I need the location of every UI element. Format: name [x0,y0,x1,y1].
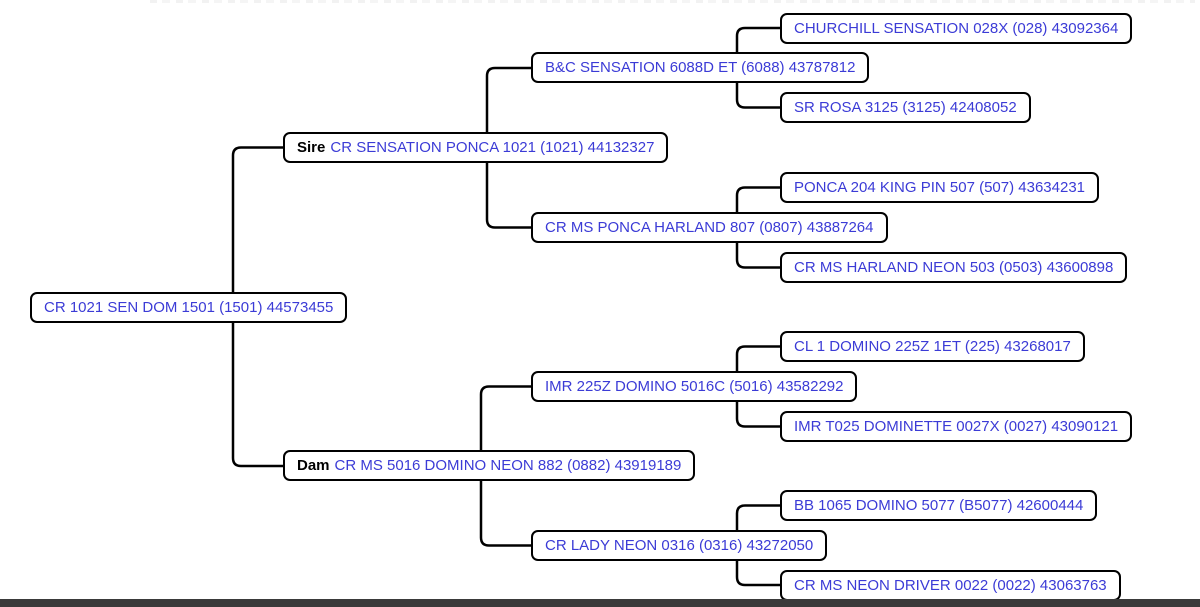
sires-sires-dam-link[interactable]: SR ROSA 3125 (3125) 42408052 [794,99,1017,116]
subject-link[interactable]: CR 1021 SEN DOM 1501 (1501) 44573455 [44,299,334,316]
connector-subject-to-dam [231,321,283,468]
connector-subject-to-sire [231,146,283,293]
sires-dams-dam-link[interactable]: CR MS HARLAND NEON 503 (0503) 43600898 [794,259,1114,276]
node-sires-sire[interactable]: B&C SENSATION 6088D ET (6088) 43787812 [531,52,870,83]
connector-imr-to-cl1 [735,345,780,372]
sire-prefix-label: Sire [297,139,326,156]
connector-bc-to-churchill [735,26,780,53]
sires-dams-sire-link[interactable]: PONCA 204 KING PIN 507 (507) 43634231 [794,179,1086,196]
sires-sire-link[interactable]: B&C SENSATION 6088D ET (6088) 43787812 [545,59,856,76]
sires-dam-link[interactable]: CR MS PONCA HARLAND 807 (0807) 43887264 [545,219,874,236]
dams-sire-link[interactable]: IMR 225Z DOMINO 5016C (5016) 43582292 [545,378,844,395]
node-sire[interactable]: Sire CR SENSATION PONCA 1021 (1021) 4413… [283,132,669,163]
node-sires-sires-sire[interactable]: CHURCHILL SENSATION 028X (028) 43092364 [780,13,1133,44]
node-dams-sire[interactable]: IMR 225Z DOMINO 5016C (5016) 43582292 [531,371,858,402]
connector-harland-to-harland-neon [735,241,780,269]
node-dam[interactable]: Dam CR MS 5016 DOMINO NEON 882 (0882) 43… [283,450,696,481]
connector-sire-to-sires-sire [485,66,531,133]
connector-dam-to-dams-dam [479,479,531,547]
dams-dams-dam-link[interactable]: CR MS NEON DRIVER 0022 (0022) 43063763 [794,577,1107,594]
dam-link[interactable]: CR MS 5016 DOMINO NEON 882 (0882) 439191… [334,457,682,474]
dams-dam-link[interactable]: CR LADY NEON 0316 (0316) 43272050 [545,537,814,554]
bottom-edge-bar [0,599,1200,607]
connector-imr-to-t025 [735,400,780,428]
dams-sires-dam-link[interactable]: IMR T025 DOMINETTE 0027X (0027) 43090121 [794,418,1119,435]
sire-link[interactable]: CR SENSATION PONCA 1021 (1021) 44132327 [330,139,655,156]
connector-lady-to-bb1065 [735,504,780,531]
connector-lady-to-neon-driver [735,559,780,587]
node-dams-dams-dam[interactable]: CR MS NEON DRIVER 0022 (0022) 43063763 [780,570,1121,601]
node-sires-dams-sire[interactable]: PONCA 204 KING PIN 507 (507) 43634231 [780,172,1100,203]
node-sires-dams-dam[interactable]: CR MS HARLAND NEON 503 (0503) 43600898 [780,252,1128,283]
node-dams-dam[interactable]: CR LADY NEON 0316 (0316) 43272050 [531,530,828,561]
dams-dams-sire-link[interactable]: BB 1065 DOMINO 5077 (B5077) 42600444 [794,497,1084,514]
connector-dam-to-dams-sire [479,385,531,451]
node-subject[interactable]: CR 1021 SEN DOM 1501 (1501) 44573455 [30,292,348,323]
connector-harland-to-king-pin [735,186,780,213]
node-sires-dam[interactable]: CR MS PONCA HARLAND 807 (0807) 43887264 [531,212,888,243]
connector-bc-to-sr-rosa [735,81,780,109]
connector-sire-to-sires-dam [485,161,531,229]
node-dams-sires-sire[interactable]: CL 1 DOMINO 225Z 1ET (225) 43268017 [780,331,1085,362]
dams-sires-sire-link[interactable]: CL 1 DOMINO 225Z 1ET (225) 43268017 [794,338,1071,355]
sires-sires-sire-link[interactable]: CHURCHILL SENSATION 028X (028) 43092364 [794,20,1119,37]
node-sires-sires-dam[interactable]: SR ROSA 3125 (3125) 42408052 [780,92,1031,123]
node-dams-sires-dam[interactable]: IMR T025 DOMINETTE 0027X (0027) 43090121 [780,411,1133,442]
dam-prefix-label: Dam [297,457,330,474]
clipped-header-text-remnant [150,0,1195,3]
node-dams-dams-sire[interactable]: BB 1065 DOMINO 5077 (B5077) 42600444 [780,490,1098,521]
